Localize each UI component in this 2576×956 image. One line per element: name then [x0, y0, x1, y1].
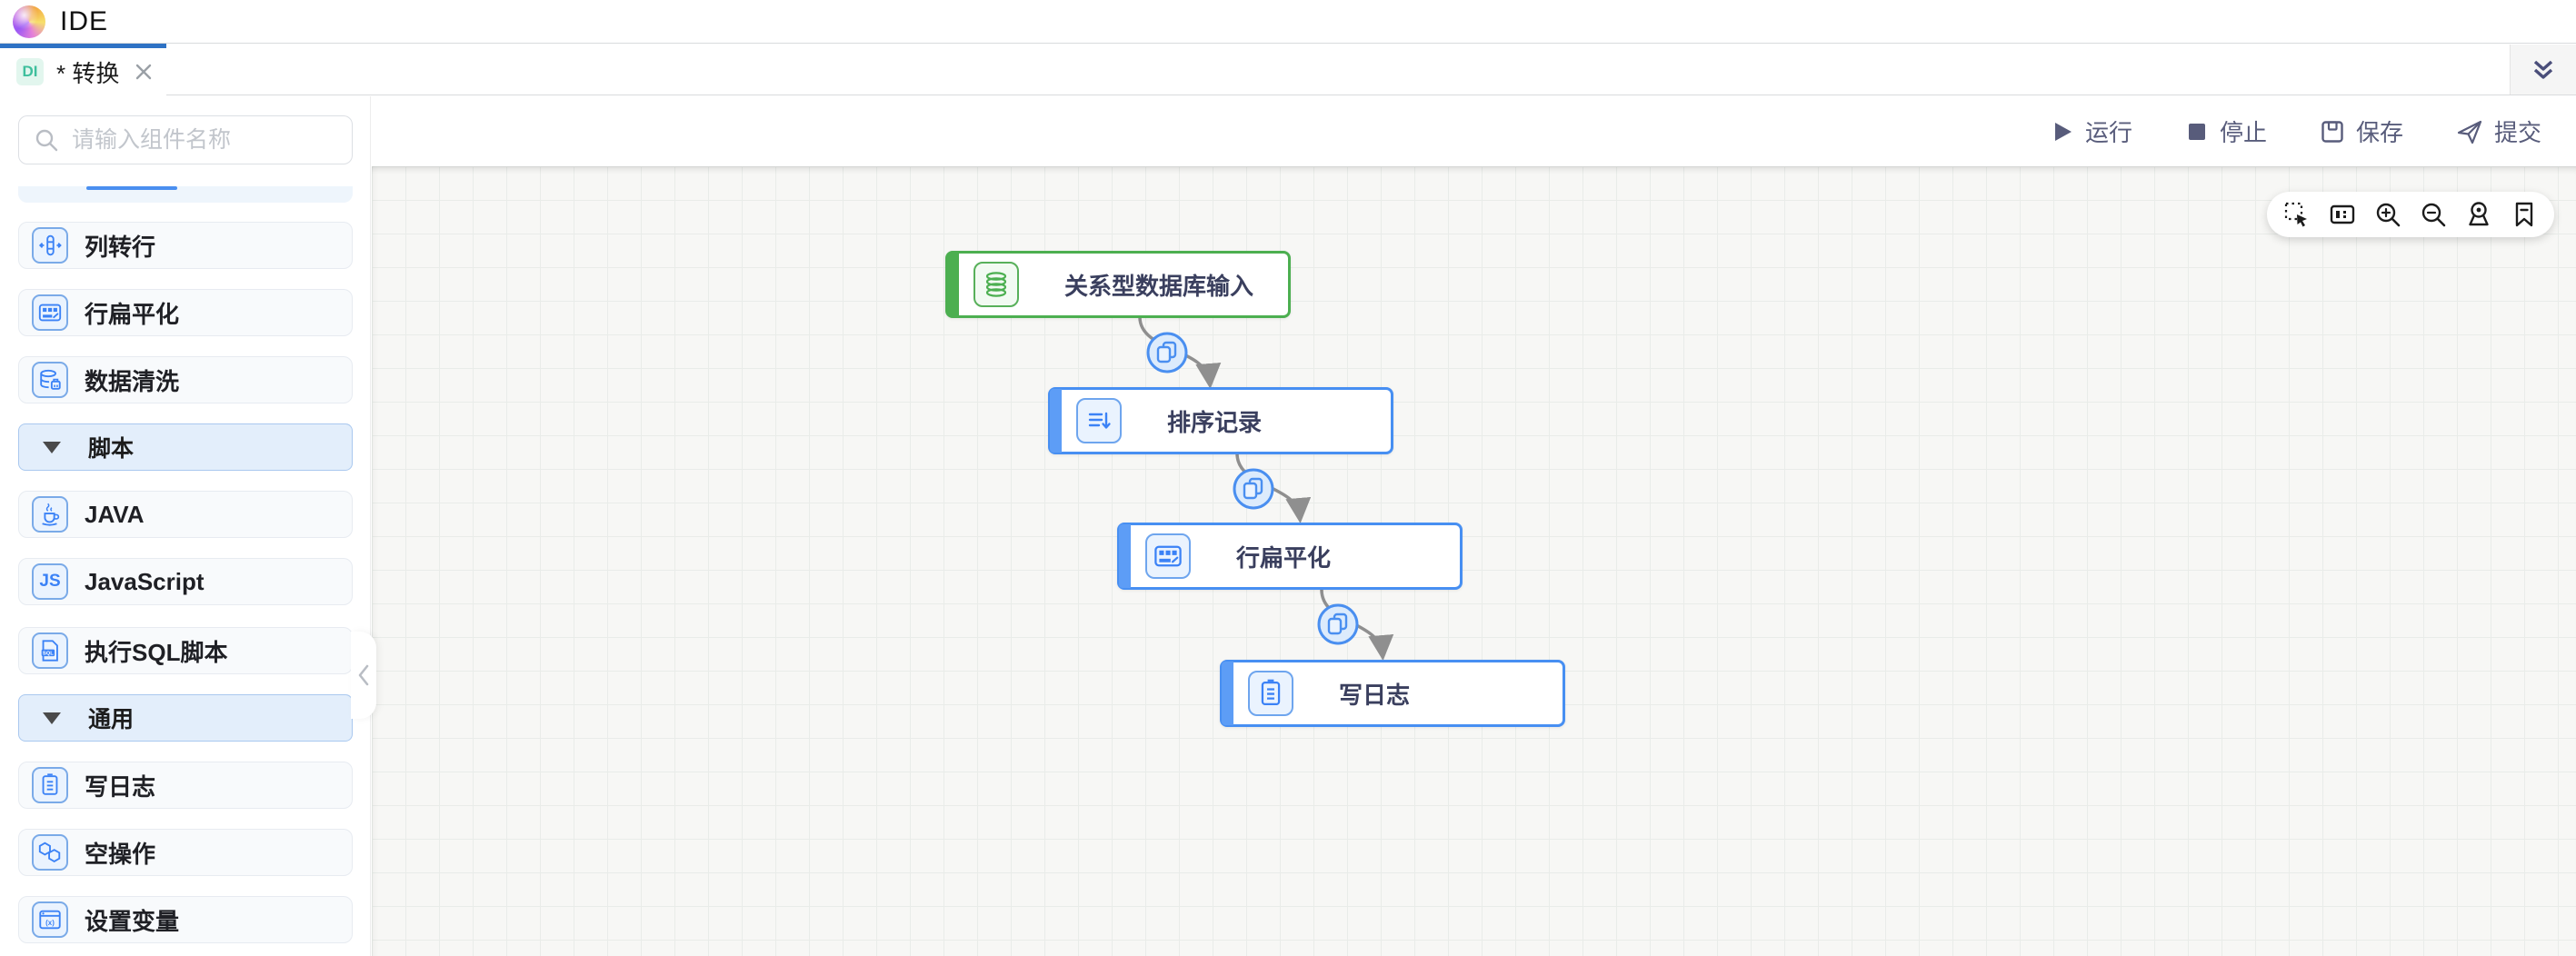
component-item-column-to-row[interactable]: 列转行 — [18, 222, 353, 269]
node-label: 关系型数据库输入 — [1064, 272, 1254, 300]
write-log-icon — [1248, 671, 1293, 716]
search-icon — [35, 129, 58, 152]
node-db-input[interactable]: 关系型数据库输入 — [945, 251, 1291, 318]
save-icon — [2321, 120, 2343, 143]
group-label: 通用 — [88, 707, 135, 732]
app-header: IDE — [0, 0, 2576, 44]
tab-close-icon[interactable] — [132, 60, 155, 84]
stop-icon — [2188, 123, 2205, 140]
tab-transform[interactable]: DI * 转换 — [0, 44, 166, 95]
copy-badge[interactable] — [1233, 468, 1274, 510]
data-cleaning-icon — [32, 362, 68, 398]
submit-button[interactable]: 提交 — [2456, 115, 2541, 148]
submit-label: 提交 — [2493, 119, 2541, 146]
app-logo-icon — [13, 5, 45, 38]
database-icon — [973, 262, 1019, 307]
java-icon — [32, 496, 68, 533]
stop-button[interactable]: 停止 — [2185, 115, 2267, 148]
main-area: 运行 停止 保存 提交 — [372, 96, 2576, 956]
flow-canvas[interactable]: 关系型数据库输入 排序记录 行扁平化 — [372, 166, 2576, 956]
component-item-exec-sql[interactable]: SQL 执行SQL脚本 — [18, 627, 353, 674]
node-flatten-rows[interactable]: 行扁平化 — [1117, 523, 1463, 590]
zoom-out-button[interactable] — [2418, 199, 2449, 230]
bookmark-button[interactable] — [2509, 199, 2540, 230]
component-search[interactable] — [18, 115, 366, 164]
node-accent-bar — [1119, 524, 1131, 588]
component-item-javascript[interactable]: JS JavaScript — [18, 558, 353, 605]
node-label: 行扁平化 — [1236, 543, 1332, 572]
component-label: 写日志 — [85, 772, 156, 801]
set-variable-icon: (x) — [32, 901, 68, 938]
noop-icon — [32, 834, 68, 871]
node-accent-bar — [1050, 389, 1062, 453]
javascript-icon: JS — [32, 563, 68, 600]
column-to-row-icon — [32, 227, 68, 264]
copy-badge[interactable] — [1146, 332, 1188, 373]
run-label: 运行 — [2084, 119, 2132, 146]
save-button[interactable]: 保存 — [2320, 115, 2403, 148]
tab-title: * 转换 — [56, 59, 120, 87]
node-accent-bar — [1222, 662, 1233, 725]
sidebar-collapse-handle[interactable] — [351, 632, 376, 719]
component-item-set-variable[interactable]: (x) 设置变量 — [18, 896, 353, 943]
component-item-flatten-rows[interactable]: 行扁平化 — [18, 289, 353, 336]
component-group-general[interactable]: 通用 — [18, 694, 353, 742]
sort-records-icon — [1076, 398, 1122, 443]
action-toolbar: 运行 停止 保存 提交 — [372, 96, 2576, 166]
app-title: IDE — [60, 5, 109, 36]
component-item-data-cleaning[interactable]: 数据清洗 — [18, 356, 353, 403]
play-icon — [2054, 122, 2072, 141]
scrolled-item-fragment — [18, 186, 353, 203]
node-write-log[interactable]: 写日志 — [1220, 660, 1565, 727]
component-sidebar: 列转行 行扁平化 数据清洗 脚本 JAVA — [0, 96, 371, 956]
component-label: 数据清洗 — [85, 367, 180, 395]
group-label: 脚本 — [88, 436, 135, 462]
save-label: 保存 — [2355, 119, 2403, 146]
component-item-java[interactable]: JAVA — [18, 491, 353, 538]
node-accent-bar — [947, 253, 959, 316]
component-item-write-log[interactable]: 写日志 — [18, 762, 353, 809]
double-chevron-down-icon — [2533, 60, 2553, 79]
component-label: 行扁平化 — [85, 300, 180, 328]
component-label: 设置变量 — [85, 907, 180, 935]
run-button[interactable]: 运行 — [2051, 115, 2132, 148]
di-badge: DI — [16, 58, 44, 85]
collapse-tabs-button[interactable] — [2510, 45, 2576, 95]
component-item-noop[interactable]: 空操作 — [18, 829, 353, 876]
search-input[interactable] — [70, 125, 366, 154]
component-label: JavaScript — [85, 567, 205, 595]
component-label: 列转行 — [85, 233, 156, 261]
svg-text:SQL: SQL — [43, 651, 54, 656]
canvas-toolbar — [2267, 192, 2554, 237]
copy-badge[interactable] — [1317, 603, 1359, 645]
chevron-left-icon — [358, 664, 369, 686]
caret-down-icon — [43, 712, 61, 724]
edge-layer — [1138, 316, 1394, 661]
write-log-icon — [32, 767, 68, 803]
locate-button[interactable] — [2463, 199, 2494, 230]
marquee-select-button[interactable] — [2281, 199, 2312, 230]
caret-down-icon — [43, 441, 61, 453]
component-label: JAVA — [85, 500, 145, 528]
svg-text:(x): (x) — [45, 919, 55, 927]
stop-label: 停止 — [2219, 119, 2267, 146]
component-label: 空操作 — [85, 840, 156, 868]
paper-plane-icon — [2457, 120, 2482, 144]
node-sort-records[interactable]: 排序记录 — [1048, 387, 1393, 454]
tab-bar: DI * 转换 — [0, 44, 2576, 95]
component-group-script[interactable]: 脚本 — [18, 423, 353, 471]
zoom-in-button[interactable] — [2372, 199, 2403, 230]
fit-view-button[interactable] — [2327, 199, 2358, 230]
node-label: 排序记录 — [1167, 408, 1263, 436]
flatten-rows-icon — [32, 294, 68, 331]
sql-script-icon: SQL — [32, 632, 68, 669]
flatten-rows-icon — [1145, 533, 1191, 579]
component-label: 执行SQL脚本 — [85, 638, 228, 666]
node-label: 写日志 — [1339, 681, 1411, 709]
